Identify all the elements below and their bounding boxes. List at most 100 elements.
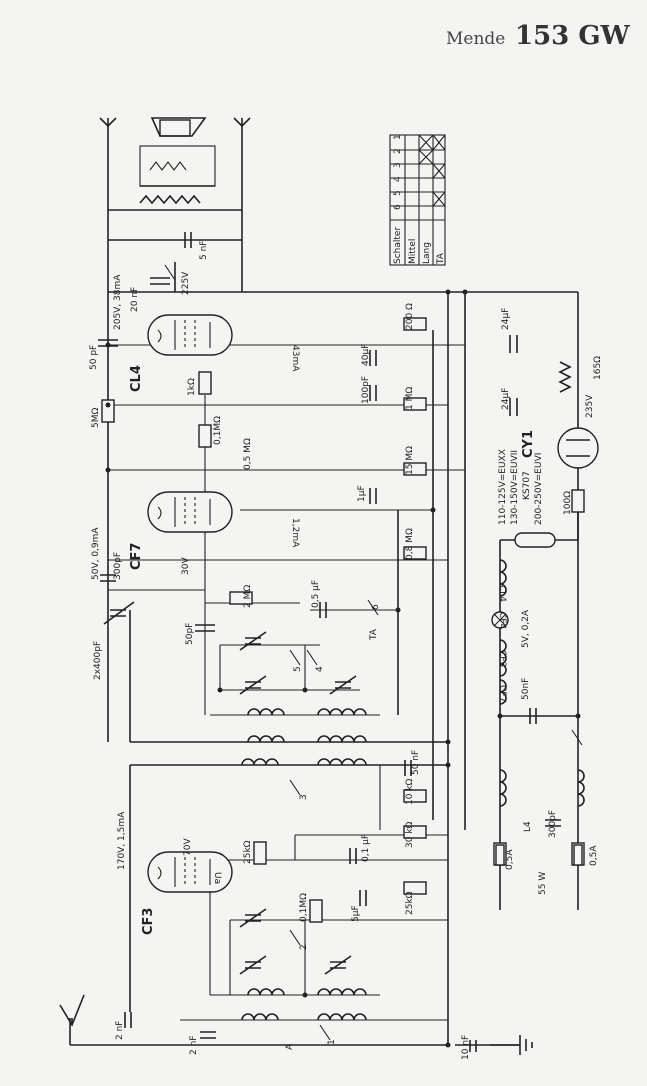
label-r200: 200 Ω <box>405 303 415 330</box>
tube-cf7 <box>147 491 233 533</box>
label-v205: 205V, 38mA <box>113 274 123 330</box>
label-c100p: 100pF <box>361 376 371 404</box>
label-c24b: 24μF <box>501 388 511 410</box>
label-r08: 0,8 MΩ <box>405 528 415 560</box>
switch-table-header: Schalter <box>393 227 403 264</box>
capacitors <box>98 277 561 1052</box>
mains-note-4: 200-250V=EUVI <box>534 453 544 525</box>
mains-note-3: KS707 <box>522 471 532 500</box>
switch-row-mittel: Mittel <box>408 239 418 264</box>
label-c01u: 0,1 μF <box>361 834 371 862</box>
label-r30: 30 kΩ <box>405 821 415 848</box>
label-c5: 5 nF <box>199 241 209 260</box>
label-c10nf: 10 nF <box>461 1035 471 1060</box>
coils <box>241 559 585 1021</box>
label-power: 55 W <box>538 872 548 895</box>
label-fuse1: 0,5A <box>505 849 515 870</box>
coil-label-cf3: CF3 <box>497 650 507 667</box>
wave-switches <box>164 264 583 1041</box>
label-lamp: 5V, 0,2A <box>521 609 531 648</box>
label-c2nf2: 2 nF <box>189 1036 199 1055</box>
ballast-tube-icon <box>514 532 556 548</box>
antenna-icon <box>59 994 85 1027</box>
label-r2m: 2 MΩ <box>243 585 253 608</box>
label-r5m: 5MΩ <box>91 408 101 428</box>
label-c05u: 0,5 μF <box>311 580 321 608</box>
fuses <box>495 844 583 866</box>
switch-col-4: 4 <box>393 176 403 182</box>
label-c2nf1: 2 nF <box>115 1021 125 1040</box>
label-c24a: 24μF <box>501 308 511 330</box>
label-fuse2: 0,5A <box>589 845 599 866</box>
label-v235: 235V <box>585 394 595 418</box>
label-c300: 300pF <box>113 552 123 580</box>
brand-label: Mende <box>446 29 505 49</box>
variable-capacitors <box>103 601 357 975</box>
model-label: 153 GW <box>515 21 631 51</box>
cf3-current-label: Ua <box>212 872 222 884</box>
label-r100: 100Ω <box>563 491 573 515</box>
label-c2x400: 2x400pF <box>93 641 103 680</box>
cl4-anode-voltage: 225V <box>181 271 191 295</box>
label-antenna-a: A <box>285 1043 295 1050</box>
label-r01: 0,1MΩ <box>213 416 223 445</box>
switch-label-2: 2 <box>299 944 309 950</box>
label-c1u: 1μF <box>357 485 367 502</box>
tube-label-cy1: CY1 <box>521 430 536 458</box>
label-r25b: 25kΩ <box>405 891 415 915</box>
wiring <box>69 118 579 1046</box>
tube-label-cl4: CL4 <box>129 365 144 392</box>
coil-label-cf7: CF7 <box>497 685 507 702</box>
cl4-current: 43mA <box>290 345 300 372</box>
label-v50: 50V, 0,9mA <box>91 527 101 580</box>
label-c50: 50 pF <box>89 345 99 370</box>
label-l4: L4 <box>523 821 533 832</box>
label-v170: 170V, 1,5mA <box>117 811 127 870</box>
label-r01b: 0,1MΩ <box>299 893 309 922</box>
tube-cy1 <box>557 427 599 469</box>
label-ta: TA <box>369 628 379 641</box>
cf7-current: 1,2mA <box>290 518 300 548</box>
switch-col-2: 2 <box>393 148 403 154</box>
tube-label-cf7: CF7 <box>129 543 144 570</box>
switch-label-3: 3 <box>299 794 309 800</box>
switch-table: Schalter 1 2 3 4 5 6 Mittel Lang TA <box>389 134 446 266</box>
tube-cf3 <box>147 851 233 893</box>
resistors <box>101 317 585 923</box>
cf7-anode-voltage: 30V <box>181 557 191 575</box>
switch-col-1: 1 <box>393 134 403 140</box>
switch-row-lang: Lang <box>422 242 432 264</box>
dial-lamp-icon <box>491 611 509 629</box>
tube-cl4 <box>147 314 233 356</box>
switch-label-4: 4 <box>315 666 325 672</box>
component-labels: CL4 CF7 CF3 CY1 225V 43mA 30V 1,2mA 70V … <box>89 241 603 1060</box>
label-r25a: 25kΩ <box>243 840 253 864</box>
coil-label-cf4: CF4 <box>497 612 507 629</box>
label-r015: 0,5 MΩ <box>243 438 253 470</box>
mains-note-1: 110-125V=EUXX <box>498 449 508 525</box>
switch-col-5: 5 <box>393 190 403 196</box>
switch-label-5: 5 <box>293 666 303 672</box>
label-r1k: 1kΩ <box>187 378 197 396</box>
label-c50nf2: 50 nF <box>411 750 421 775</box>
label-c5u: 5μF <box>351 905 361 922</box>
mains-notes: 110-125V=EUXX 130-150V=EUVII KS707 200-2… <box>498 449 544 525</box>
switch-label-1: 1 <box>327 1039 337 1045</box>
label-r15: 15 MΩ <box>405 446 415 475</box>
switch-row-ta: TA <box>436 252 446 265</box>
ground-icon <box>490 1035 533 1055</box>
label-r10: 10 kΩ <box>405 778 415 805</box>
label-c300pf: 300pF <box>548 810 558 838</box>
switch-col-3: 3 <box>393 162 403 168</box>
junctions <box>105 289 581 1048</box>
cf3-anode-voltage: 70V <box>183 838 193 856</box>
label-r1m: 1 MΩ <box>405 387 415 410</box>
label-r165: 165Ω <box>593 356 603 380</box>
switch-col-6: 6 <box>393 204 403 210</box>
speaker-icon <box>99 117 251 248</box>
label-c50pf2: 50pF <box>185 623 195 645</box>
label-c50nf: 50nF <box>521 678 531 700</box>
mains-note-2: 130-150V=EUVII <box>510 450 520 525</box>
label-c20: 20 nF <box>130 287 140 312</box>
label-c40u: 40μF <box>361 344 371 366</box>
